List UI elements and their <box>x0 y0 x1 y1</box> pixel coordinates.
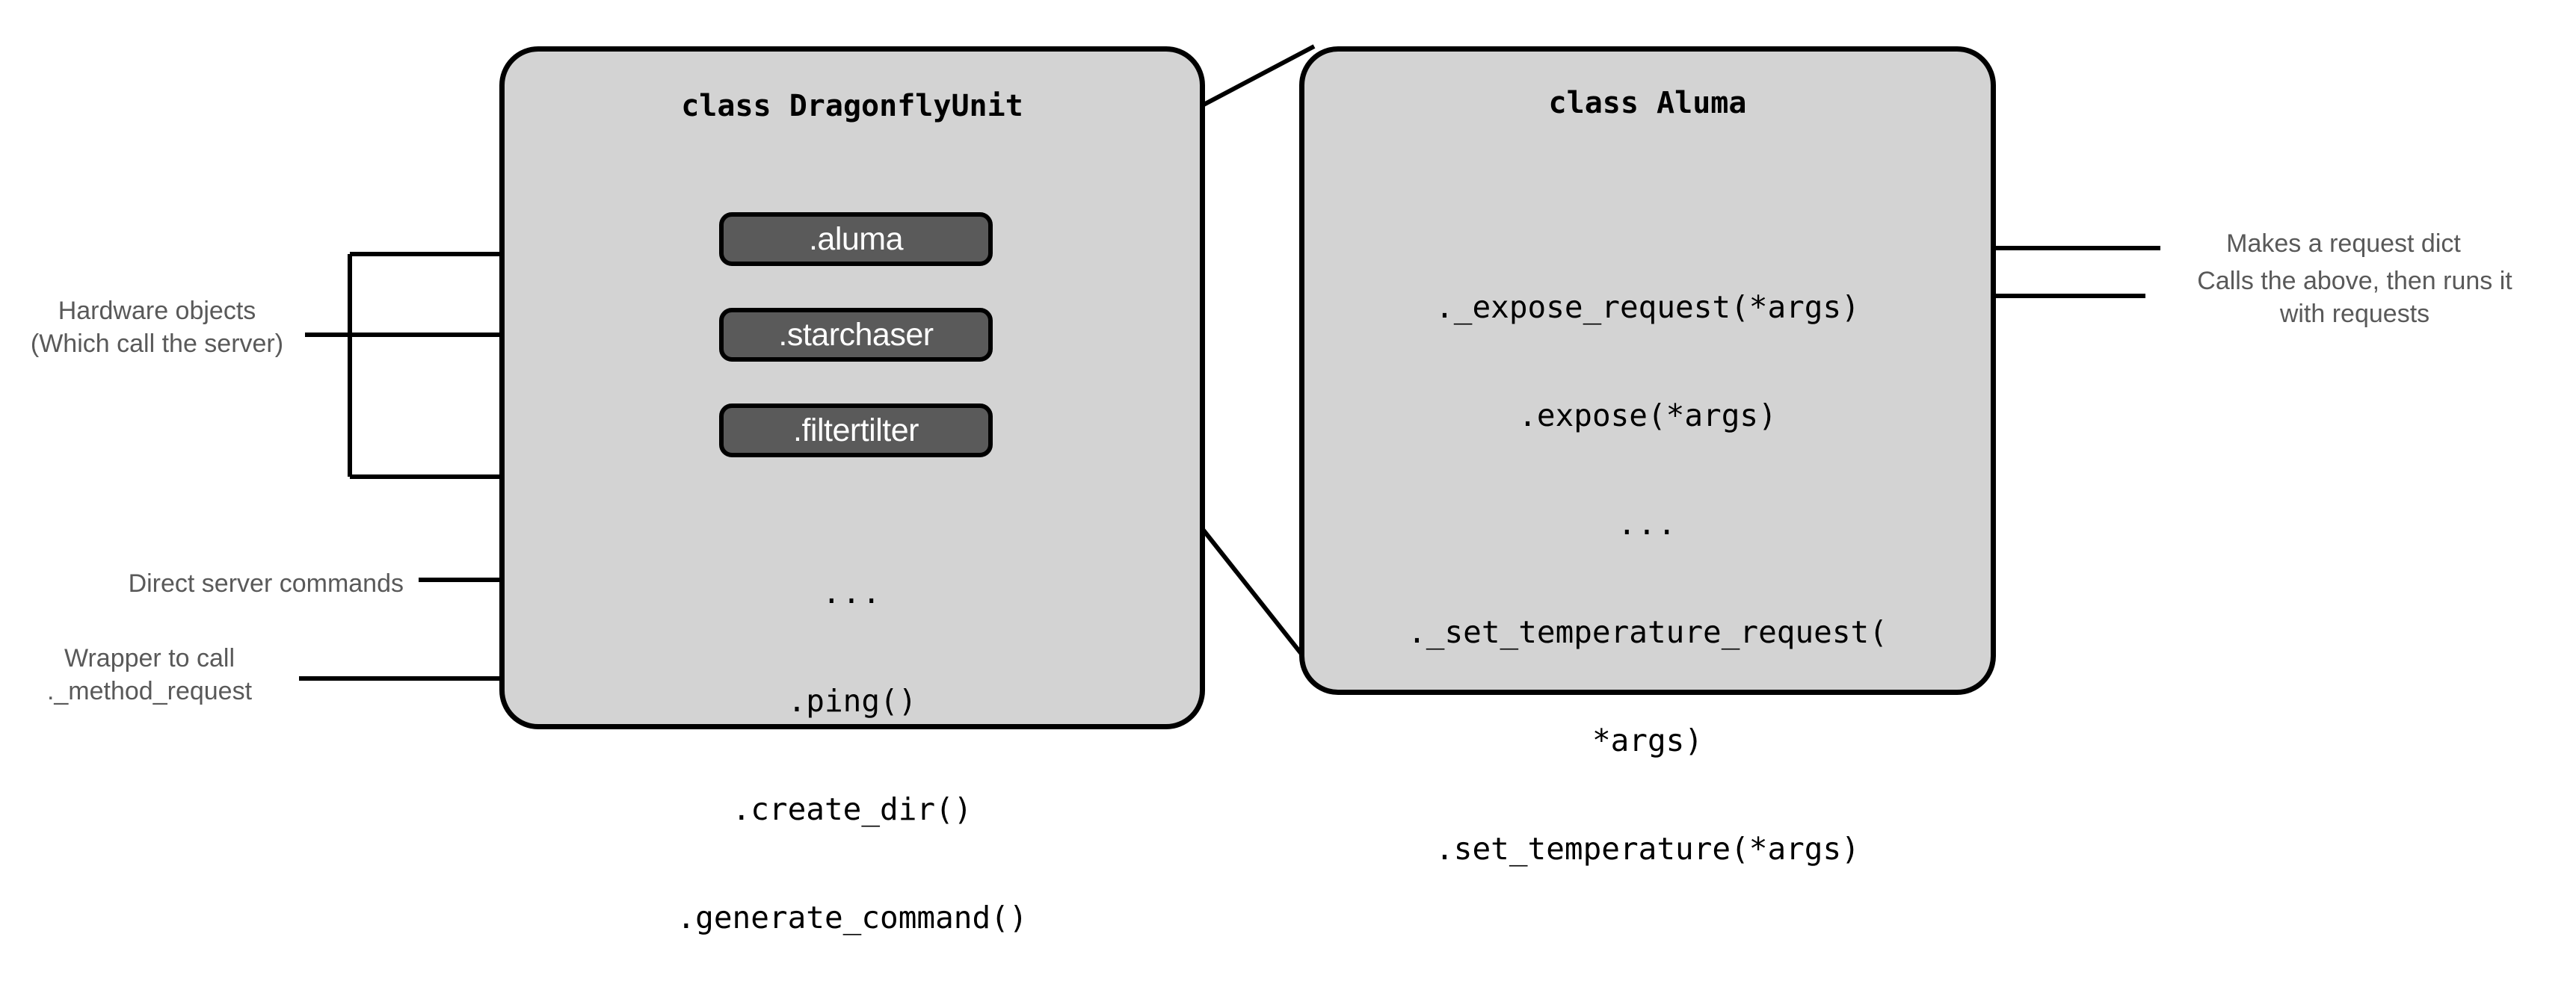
method-item-expose-request: ._expose_request(*args) <box>1435 288 1860 325</box>
method-item-ellipsis: ... <box>1617 506 1678 542</box>
class-title-aluma: class Aluma <box>1548 86 1747 120</box>
class-box-aluma: class Aluma <box>1299 46 1996 695</box>
method-item-ellipsis: ... <box>822 574 883 610</box>
diagram-canvas: class DragonflyUnit .aluma .starchaser .… <box>30 44 2512 936</box>
class-title-dragonflyunit: class DragonflyUnit <box>681 89 1023 123</box>
annotation-calls-the-above: Calls the above, then runs it with reque… <box>2197 267 2512 328</box>
method-item-create-dir: .create_dir() <box>732 791 973 827</box>
annotation-hardware-objects: Hardware objects (Which call the server) <box>30 297 284 358</box>
connector-lines <box>299 44 2160 681</box>
annotation-makes-request-dict: Makes a request dict <box>2226 229 2461 258</box>
method-item-expose: .expose(*args) <box>1518 397 1777 433</box>
attribute-pill-filtertilter[interactable]: .filtertilter <box>719 403 993 457</box>
attribute-pill-aluma[interactable]: .aluma <box>719 212 993 266</box>
method-list-dragonflyunit: ... .ping() .create_dir() .generate_comm… <box>499 502 1205 1008</box>
method-item-set-temperature-request-cont: *args) <box>1591 723 1704 759</box>
method-list-aluma: ._expose_request(*args) .expose(*args) .… <box>1299 217 1996 940</box>
method-item-set-temperature-request: ._set_temperature_request( <box>1408 614 1888 651</box>
annotation-wrapper-to-call: Wrapper to call ._method_request <box>46 644 253 705</box>
annotation-direct-server-commands: Direct server commands <box>128 569 404 598</box>
method-item-generate-command: .generate_command() <box>677 900 1028 936</box>
class-box-dragonflyunit: class DragonflyUnit <box>499 46 1205 729</box>
method-item-set-temperature: .set_temperature(*args) <box>1435 831 1860 868</box>
attribute-pill-starchaser[interactable]: .starchaser <box>719 308 993 362</box>
method-item-ping: .ping() <box>787 682 917 719</box>
